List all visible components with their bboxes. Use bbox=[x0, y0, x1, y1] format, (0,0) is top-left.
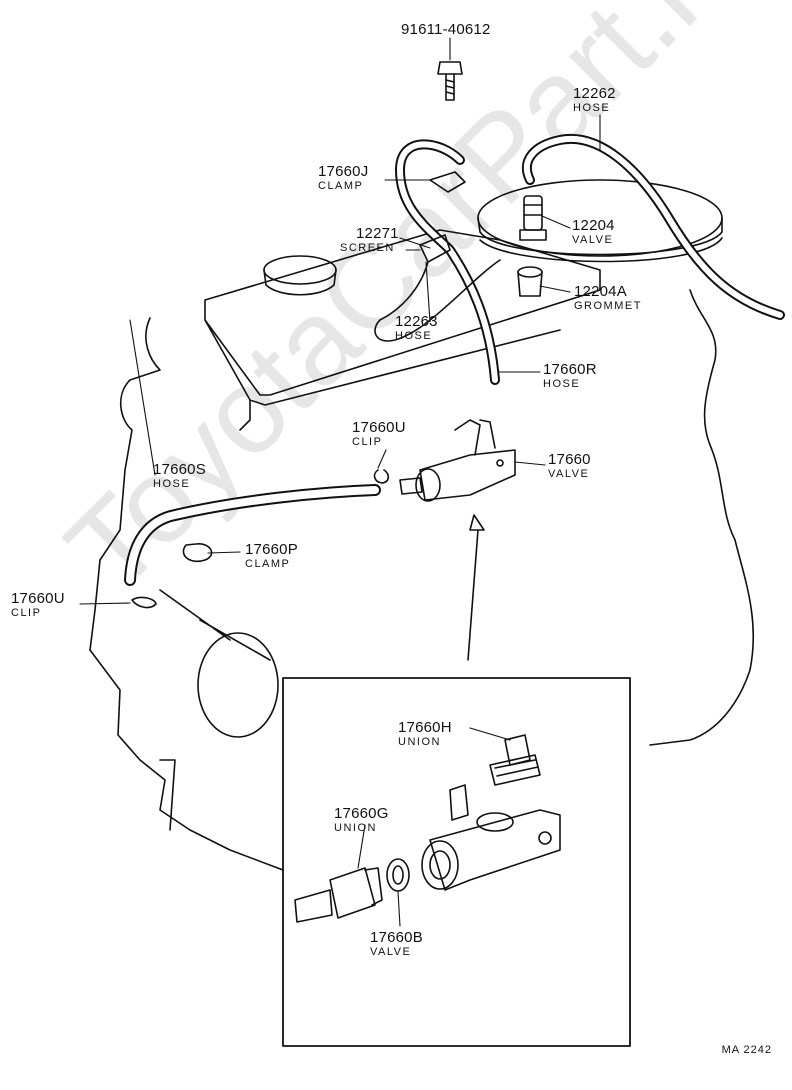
callout-hose-12263: 12263 HOSE bbox=[395, 313, 438, 343]
part-number: 17660U bbox=[352, 419, 406, 436]
part-number: 17660J bbox=[318, 163, 369, 180]
part-number: 12262 bbox=[573, 85, 616, 102]
callout-hose-17660r: 17660R HOSE bbox=[543, 361, 597, 391]
clip-17660u-top bbox=[373, 469, 390, 484]
part-name: VALVE bbox=[548, 468, 590, 480]
part-number: 12204A bbox=[574, 283, 627, 300]
part-name: CLIP bbox=[352, 436, 383, 448]
part-number: 91611-40612 bbox=[401, 21, 491, 38]
screen-12271 bbox=[419, 234, 451, 263]
part-name: HOSE bbox=[573, 102, 611, 114]
engine-lower-block bbox=[159, 759, 176, 831]
union-17660h-drawing bbox=[489, 734, 541, 786]
part-number: 12204 bbox=[572, 217, 615, 234]
part-name: UNION bbox=[398, 736, 441, 748]
part-number: 17660H bbox=[398, 719, 452, 736]
callout-clamp-17660p: 17660P CLAMP bbox=[245, 541, 298, 571]
valve-12204 bbox=[519, 195, 547, 241]
callout-union-17660g: 17660G UNION bbox=[334, 805, 389, 835]
valve-17660b-ring bbox=[386, 858, 410, 892]
hose-12263 bbox=[374, 259, 501, 342]
part-name: HOSE bbox=[153, 478, 191, 490]
callout-screen-12271: 12271 SCREEN bbox=[340, 225, 399, 255]
part-name: GROMMET bbox=[574, 300, 642, 312]
clip-17660u-left bbox=[131, 596, 157, 609]
part-number: 17660G bbox=[334, 805, 389, 822]
part-number: 17660R bbox=[543, 361, 597, 378]
part-number: 12271 bbox=[356, 225, 399, 242]
callout-clip-17660u-left: 17660U CLIP bbox=[11, 590, 65, 620]
callout-grommet-12204a: 12204A GROMMET bbox=[574, 283, 642, 313]
part-name: CLIP bbox=[11, 607, 42, 619]
part-name: HOSE bbox=[543, 378, 581, 390]
callout-valve-17660: 17660 VALVE bbox=[548, 451, 591, 481]
callout-hose-12262: 12262 HOSE bbox=[573, 85, 616, 115]
valve-17660-assembly bbox=[399, 419, 516, 502]
part-name: HOSE bbox=[395, 330, 433, 342]
valve-cover bbox=[204, 229, 601, 396]
callout-valve-12204: 12204 VALVE bbox=[572, 217, 615, 247]
part-number: 12263 bbox=[395, 313, 438, 330]
indicator-arrow bbox=[467, 514, 485, 661]
part-name: VALVE bbox=[370, 946, 412, 958]
callout-union-17660h: 17660H UNION bbox=[398, 719, 452, 749]
part-name: UNION bbox=[334, 822, 377, 834]
part-number: 17660 bbox=[548, 451, 591, 468]
valve-body-drawing bbox=[421, 784, 561, 891]
detail-inset-box bbox=[282, 677, 631, 1047]
union-17660g-drawing bbox=[294, 867, 383, 923]
part-number: 17660S bbox=[153, 461, 206, 478]
engine-upper-right bbox=[649, 289, 755, 746]
grommet-12204a bbox=[517, 266, 543, 297]
engine-block-outline bbox=[89, 317, 284, 871]
bolt-91611 bbox=[437, 61, 463, 101]
part-name: CLAMP bbox=[245, 558, 291, 570]
leader-lines bbox=[79, 37, 601, 927]
oil-filler-cap bbox=[263, 255, 337, 285]
hose-12262 bbox=[521, 133, 785, 320]
callout-hose-17660s: 17660S HOSE bbox=[153, 461, 206, 491]
part-number: 17660B bbox=[370, 929, 423, 946]
callout-valve-17660b: 17660B VALVE bbox=[370, 929, 423, 959]
pulley bbox=[197, 632, 279, 738]
clamp-17660j bbox=[429, 171, 466, 193]
part-number: 17660U bbox=[11, 590, 65, 607]
part-name: SCREEN bbox=[340, 242, 395, 254]
callout-clamp-17660j: 17660J CLAMP bbox=[318, 163, 369, 193]
part-number: 17660P bbox=[245, 541, 298, 558]
part-name: VALVE bbox=[572, 234, 614, 246]
callout-clip-17660u-top: 17660U CLIP bbox=[352, 419, 406, 449]
part-name: CLAMP bbox=[318, 180, 364, 192]
drawing-code: MA 2242 bbox=[721, 1044, 772, 1056]
callout-bolt: 91611-40612 bbox=[401, 22, 491, 38]
clamp-17660p bbox=[182, 543, 213, 563]
